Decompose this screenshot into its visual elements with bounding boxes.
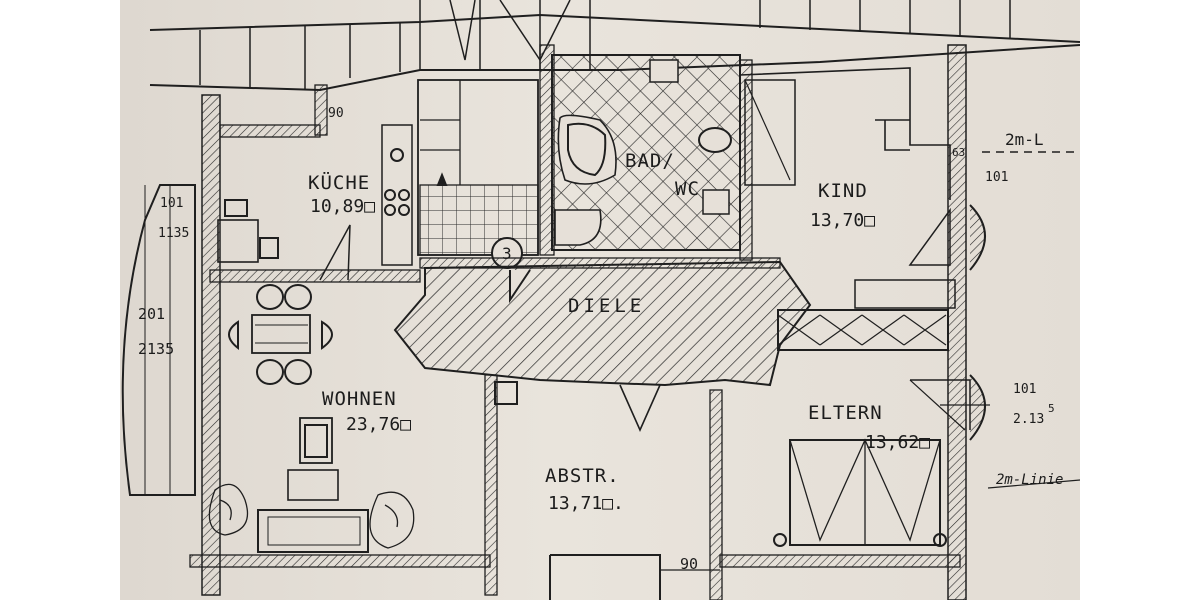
room-label-bad: BAD/ (625, 150, 675, 172)
floor-plan-sheet: KÜCHE 10,89□ BAD/ WC KIND 13,70□ DIELE W… (120, 0, 1080, 600)
area-label-eltern: 13,62□ (865, 432, 931, 453)
room-label-wohnen: WOHNEN (322, 388, 397, 410)
dim-window-left-mid-h: 2135 (138, 340, 175, 358)
dim-window-right-bot-h: 2.13 (1013, 412, 1045, 427)
area-label-kind: 13,70□ (810, 210, 876, 231)
dim-window-left-top-w: 101 (160, 196, 184, 211)
dim-window-right-top-w: 101 (985, 170, 1009, 185)
room-label-diele: DIELE (568, 295, 646, 317)
dim-window-right-bot-w: 101 (1013, 382, 1037, 397)
area-label-kueche: 10,89□ (310, 196, 376, 217)
room-label-eltern: ELTERN (808, 402, 883, 424)
room-label-wc: WC (675, 178, 700, 200)
dim-door-bottom: 90 (680, 555, 699, 573)
stair-marker-label: 3 (502, 244, 512, 263)
annotation-2m-line-bottom: 2m-Linie (996, 472, 1064, 488)
dim-window-left-mid-w: 201 (138, 305, 166, 323)
area-label-wohnen: 23,76□ (346, 414, 412, 435)
roof-outline (149, 13, 1080, 43)
dim-window-right-top-sill: 63 (952, 146, 966, 159)
area-label-abstr: 13,71□. (548, 493, 624, 514)
dim-window-right-bot-h-sup: 5 (1048, 402, 1055, 415)
room-label-abstr: ABSTR. (545, 465, 620, 487)
annotation-2m-line-top: 2m-L (1005, 130, 1044, 149)
floor-plan-drawing (121, 0, 1080, 600)
dim-kitchen-window: 90 (328, 106, 344, 121)
room-label-kind: KIND (818, 180, 868, 202)
dim-window-left-top-h: 1135 (158, 226, 190, 241)
room-label-kueche: KÜCHE (308, 172, 371, 194)
